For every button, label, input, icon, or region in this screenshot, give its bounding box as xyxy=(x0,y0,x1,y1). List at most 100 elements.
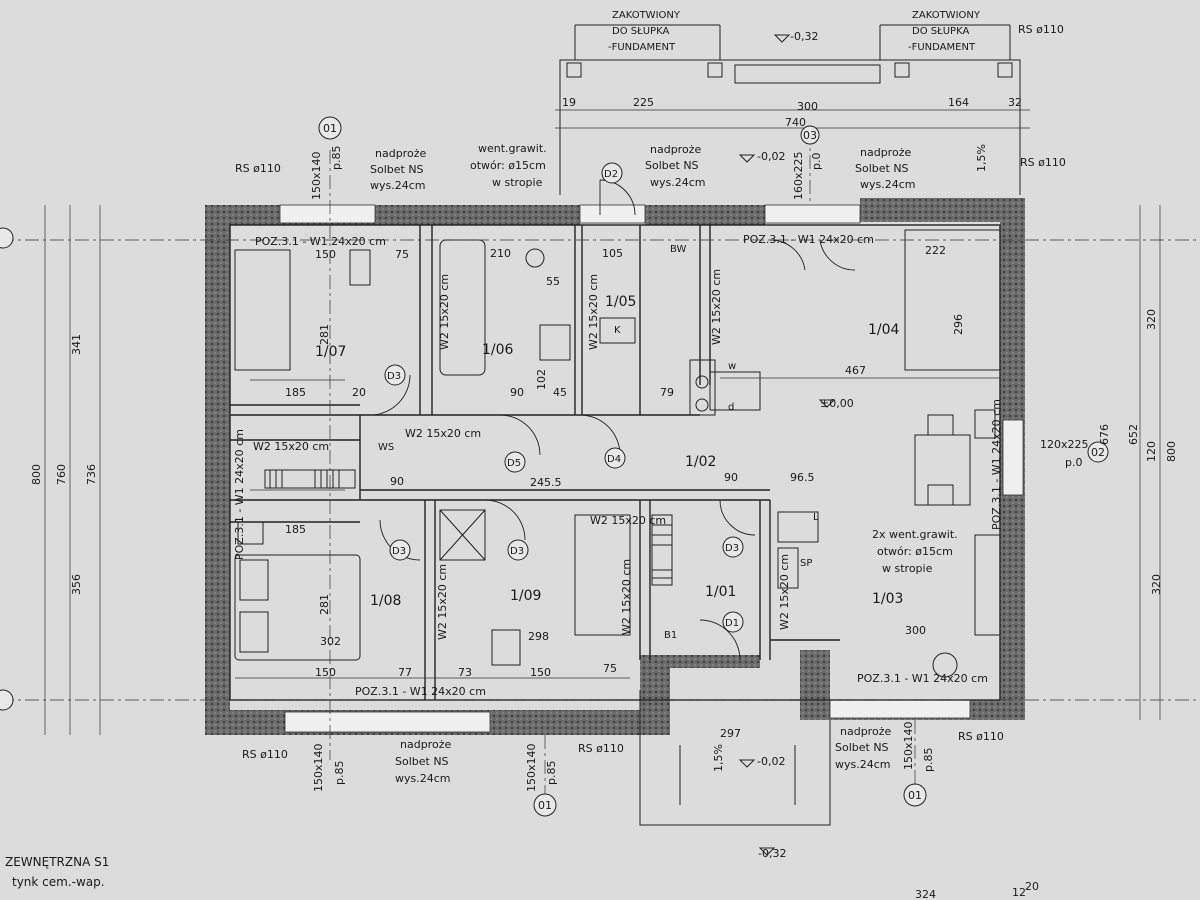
kitchen-unit xyxy=(599,317,636,344)
lintel-note-top-right-2: Solbet NS xyxy=(855,162,909,175)
window-size-top-mid: 160x225 xyxy=(792,151,805,200)
bottom-dim-12: 12 xyxy=(1012,886,1026,899)
rs-label-bottom-left: RS ø110 xyxy=(242,748,288,761)
door-tag-d1: D1 xyxy=(725,618,739,629)
dim-top-740: 740 xyxy=(785,116,806,129)
room-label-104: 1/04 xyxy=(868,322,900,338)
level-minus002-bottom: -0,02 xyxy=(757,755,785,768)
door-tag-d3-d: D3 xyxy=(725,543,739,554)
chair-room-107 xyxy=(349,249,371,286)
lintel-note-top-left-2: Solbet NS xyxy=(370,163,424,176)
label-w: w xyxy=(728,361,736,372)
lintel-note-bottom-left-1: nadproże xyxy=(400,738,451,751)
dim-left-760: 760 xyxy=(55,464,68,485)
terrace-outline xyxy=(559,24,1021,826)
window-tag-bottom-right: 01 xyxy=(908,789,922,802)
dim-102: 102 xyxy=(535,369,548,390)
dim-left-341: 341 xyxy=(70,334,83,355)
lintel-note-bottom-right-1: nadproże xyxy=(840,725,891,738)
w2-label-v4: W2 15x20 cm xyxy=(436,564,449,640)
bed-room-107 xyxy=(234,249,291,371)
vent-note-right-3: w stropie xyxy=(882,562,933,575)
anchor-note-left-2: DO SŁUPKA xyxy=(612,26,669,37)
lintel-note-bottom-right-3: wys.24cm xyxy=(835,758,891,771)
sofa xyxy=(904,229,1001,371)
beam-label-top-left: POZ.3.1 - W1 24x20 cm xyxy=(255,235,386,248)
dim-96-5: 96.5 xyxy=(790,471,815,484)
dim-185-b: 185 xyxy=(285,523,306,536)
lintel-note-bottom-right-2: Solbet NS xyxy=(835,741,889,754)
beam-label-bottom-right: POZ.3.1 - W1 24x20 cm xyxy=(857,672,988,685)
w2-label-3: W2 15x20 cm xyxy=(590,514,666,527)
vent-note-top-2: otwór: ø15cm xyxy=(470,159,546,172)
door-tag-d3-c: D3 xyxy=(510,546,524,557)
level-minus002-top: -0,02 xyxy=(757,150,785,163)
dim-281-b: 281 xyxy=(318,594,331,615)
window-size-side: 120x225 xyxy=(1040,438,1089,451)
room-label-105: 1/05 xyxy=(605,294,636,310)
anchor-note-right-1: ZAKOTWIONY xyxy=(912,10,981,21)
dim-75-a: 75 xyxy=(395,248,409,261)
dim-right-320-b: 320 xyxy=(1150,574,1163,595)
beam-label-top-right: POZ.3.1 - W1 24x20 cm xyxy=(743,233,874,246)
level-markers xyxy=(738,34,836,856)
dim-467: 467 xyxy=(845,364,866,377)
room-label-107: 1/07 xyxy=(315,344,346,360)
window-sill-side: p.0 xyxy=(1065,456,1082,469)
wall-spec-line: tynk cem.-wap. xyxy=(12,875,105,889)
dim-top-32: 32 xyxy=(1008,96,1022,109)
window-sill-bottom-left: p.85 xyxy=(333,761,346,785)
door-tag-d3-a: D3 xyxy=(387,371,401,382)
door-tag-d5: D5 xyxy=(507,458,521,469)
level-zero: ±0,00 xyxy=(820,397,854,410)
bed-room-109 xyxy=(574,514,631,636)
room-label-101: 1/01 xyxy=(705,584,736,600)
dim-185-a: 185 xyxy=(285,386,306,399)
dim-right-676: 676 xyxy=(1098,424,1111,445)
level-minus032-top: -0,32 xyxy=(790,30,818,43)
dim-281-a: 281 xyxy=(318,324,331,345)
window-tag-top-left: 01 xyxy=(323,122,337,135)
lintel-note-top-left-3: wys.24cm xyxy=(370,179,426,192)
label-l: L xyxy=(813,512,819,523)
lintel-note-top-mid-1: nadproże xyxy=(650,143,701,156)
dim-75-b: 75 xyxy=(603,662,617,675)
dim-right-320-a: 320 xyxy=(1145,309,1158,330)
label-sp: SP xyxy=(800,558,812,569)
dim-77: 77 xyxy=(398,666,412,679)
dim-right-120: 120 xyxy=(1145,441,1158,462)
room-label-108: 1/08 xyxy=(370,593,401,609)
label-d: d xyxy=(728,402,734,413)
wall-spec-title: ZEWNĘTRZNA S1 xyxy=(5,855,109,869)
boiler xyxy=(689,359,716,416)
rs-label-bottom-mid: RS ø110 xyxy=(578,742,624,755)
lintel-note-top-mid-3: wys.24cm xyxy=(650,176,706,189)
vent-note-top-3: w stropie xyxy=(492,176,543,189)
dim-top-19: 19 xyxy=(562,96,576,109)
dim-90-c: 90 xyxy=(724,471,738,484)
window-sill-top-mid: p.0 xyxy=(810,153,823,170)
anchor-note-left-1: ZAKOTWIONY xyxy=(612,10,681,21)
rs-label-top-right: RS ø110 xyxy=(1018,23,1064,36)
dim-90-b: 90 xyxy=(390,475,404,488)
w2-label-v2: W2 15x20 cm xyxy=(587,274,600,350)
vent-note-right-2: otwór: ø15cm xyxy=(877,545,953,558)
rs-label-top-left: RS ø110 xyxy=(235,162,281,175)
window-sill-bottom-mid: p.85 xyxy=(545,761,558,785)
lintel-note-bottom-left-3: wys.24cm xyxy=(395,772,451,785)
anchor-note-left-3: -FUNDAMENT xyxy=(608,42,676,53)
dim-150-a: 150 xyxy=(315,248,336,261)
label-ws: WS xyxy=(378,442,394,453)
anchor-note-right-3: -FUNDAMENT xyxy=(908,42,976,53)
dim-79: 79 xyxy=(660,386,674,399)
door-tag-d4: D4 xyxy=(607,454,621,465)
dim-left-736: 736 xyxy=(85,464,98,485)
window-tag-top-mid: 03 xyxy=(803,129,817,142)
lintel-note-bottom-left-2: Solbet NS xyxy=(395,755,449,768)
dim-20: 20 xyxy=(352,386,366,399)
internal-walls xyxy=(229,224,1001,701)
w2-label-2: W2 15x20 cm xyxy=(405,427,481,440)
dim-298: 298 xyxy=(528,630,549,643)
rs-label-bottom-right: RS ø110 xyxy=(958,730,1004,743)
window-size-top-left: 150x140 xyxy=(310,151,323,200)
